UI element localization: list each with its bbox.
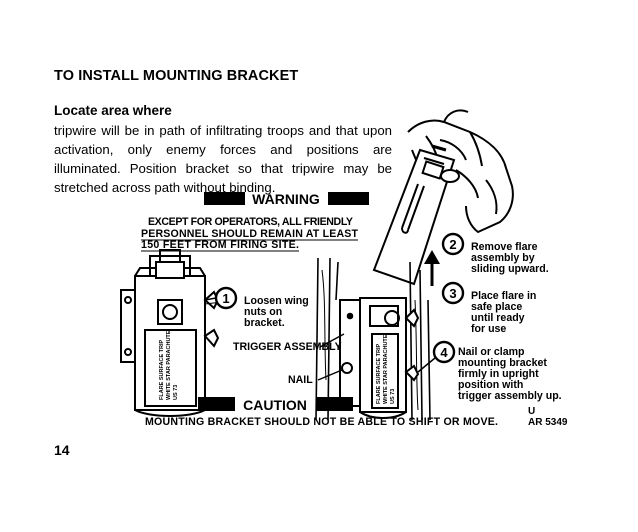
svg-text:FLARE SURFACE TRIP: FLARE SURFACE TRIP <box>376 343 382 404</box>
svg-text:US 73: US 73 <box>390 389 396 404</box>
svg-text:WHITE STAR PARACHUTE: WHITE STAR PARACHUTE <box>383 334 389 404</box>
step-4-line-2: mounting bracket <box>458 357 547 369</box>
warning-line-3: 150 FEET FROM FIRING SITE. <box>141 239 299 251</box>
warning-line-1: EXCEPT FOR OPERATORS, ALL FRIENDLY <box>148 216 353 228</box>
warning-line-2: PERSONNEL SHOULD REMAIN AT LEAST <box>141 228 359 240</box>
step-4-line-1: Nail or clamp <box>458 346 525 358</box>
left-bracket-drawing <box>120 249 223 417</box>
caution-banner: CAUTION <box>198 397 353 413</box>
reference-u: U <box>528 406 535 417</box>
hand-holding-flare-drawing <box>372 109 514 286</box>
step-1-callout: 1 <box>204 286 238 310</box>
nail-label: NAIL <box>288 374 313 386</box>
svg-text:US 73: US 73 <box>173 385 179 400</box>
step-3-line-3: until ready <box>471 312 525 324</box>
step-1-line-1: Loosen wing <box>244 295 309 307</box>
step-1-line-2: nuts on <box>244 306 282 318</box>
step-2-line-1: Remove flare <box>471 241 538 253</box>
right-flare-vertical-label: FLARE SURFACE TRIP WHITE STAR PARACHUTE … <box>376 334 396 404</box>
step-2-line-2: assembly by <box>471 252 535 264</box>
step-3-line-1: Place flare in <box>471 290 536 302</box>
step-4-line-3: firmly in upright <box>458 368 539 380</box>
subheading: Locate area where <box>54 103 172 118</box>
step-3-callout: 3 <box>441 281 465 305</box>
reference-code: AR 5349 <box>528 417 568 428</box>
step-4-line-5: trigger assembly up. <box>458 390 562 402</box>
step-4-line-4: position with <box>458 379 523 391</box>
section-heading: TO INSTALL MOUNTING BRACKET <box>54 68 299 84</box>
svg-text:WHITE STAR PARACHUTE: WHITE STAR PARACHUTE <box>166 330 172 400</box>
step-4-callout: 4 <box>417 340 456 373</box>
warning-banner: WARNING <box>204 191 369 207</box>
left-flare-vertical-label: FLARE SURFACE TRIP WHITE STAR PARACHUTE … <box>159 330 179 400</box>
step-3-line-4: for use <box>471 323 506 335</box>
caution-text: MOUNTING BRACKET SHOULD NOT BE ABLE TO S… <box>145 416 498 428</box>
step-2-line-3: sliding upward. <box>471 263 549 275</box>
svg-text:3: 3 <box>449 286 456 301</box>
step-1-line-3: bracket. <box>244 317 285 329</box>
upward-arrow <box>424 250 440 286</box>
svg-text:1: 1 <box>222 291 229 306</box>
warning-title: WARNING <box>252 191 320 207</box>
tree-post-drawing <box>315 257 431 421</box>
trigger-assembly-label: TRIGGER ASSEMBLY <box>233 341 342 353</box>
svg-text:FLARE SURFACE TRIP: FLARE SURFACE TRIP <box>159 339 165 400</box>
instruction-paragraph: tripwire will be in path of infiltrating… <box>54 123 392 195</box>
svg-text:2: 2 <box>449 237 456 252</box>
caution-title: CAUTION <box>243 397 307 413</box>
svg-text:4: 4 <box>440 345 448 360</box>
step-2-callout: 2 <box>441 232 465 256</box>
page-number: 14 <box>54 442 70 458</box>
step-3-line-2: safe place <box>471 301 522 313</box>
